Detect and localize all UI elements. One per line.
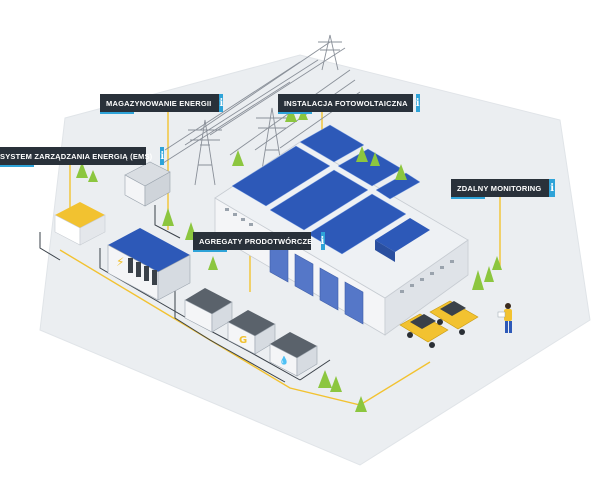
label-underline — [451, 197, 485, 199]
label-energy-storage[interactable]: MAGAZYNOWANIE ENERGII i — [100, 94, 224, 114]
label-remote-monitoring[interactable]: ZDALNY MONITORING i — [451, 179, 555, 199]
label-remote-monitoring-text: ZDALNY MONITORING — [457, 183, 542, 193]
trees — [76, 106, 502, 412]
label-ems[interactable]: SYSTEM ZARZĄDZANIA ENERGIĄ (EMS) i — [0, 147, 165, 167]
gas-symbol: G — [239, 335, 247, 346]
energy-storage-unit — [107, 228, 191, 301]
water-drop-symbol: 💧 — [279, 355, 289, 365]
label-photovoltaic-text: INSTALACJA FOTOWOLTAICZNA — [284, 98, 408, 108]
ems-cabinet — [124, 161, 171, 207]
info-icon[interactable]: i — [415, 94, 420, 112]
electric-cars — [399, 300, 479, 348]
label-generators-text: AGREGATY PRODOTWÓRCZE — [199, 236, 313, 246]
ems-yellow-box — [54, 202, 106, 246]
label-underline — [278, 112, 312, 114]
label-underline — [100, 112, 134, 114]
info-icon[interactable]: i — [160, 147, 165, 165]
label-energy-storage-text: MAGAZYNOWANIE ENERGII — [106, 98, 212, 108]
info-icon[interactable]: i — [320, 232, 325, 250]
info-icon[interactable]: i — [219, 94, 224, 112]
solar-panels — [231, 124, 421, 255]
label-underline — [0, 165, 34, 167]
label-generators[interactable]: AGREGATY PRODOTWÓRCZE i — [193, 232, 325, 252]
label-underline — [193, 250, 227, 252]
info-icon[interactable]: i — [549, 179, 555, 197]
generator-units — [184, 288, 318, 377]
technician-figure — [497, 303, 512, 333]
storage-bolt-symbol: ⚡ — [116, 255, 124, 269]
label-photovoltaic[interactable]: INSTALACJA FOTOWOLTAICZNA i — [278, 94, 420, 114]
label-ems-text: SYSTEM ZARZĄDZANIA ENERGIĄ (EMS) — [0, 151, 153, 161]
